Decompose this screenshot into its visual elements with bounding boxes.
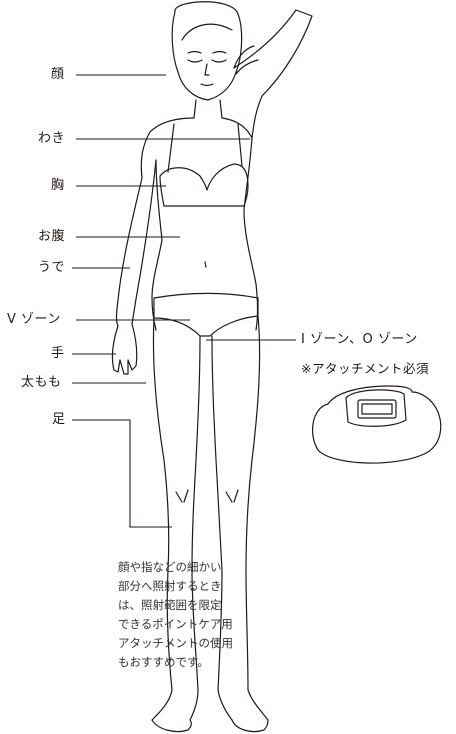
underwear: [153, 292, 259, 337]
label-arm: うで: [38, 260, 66, 275]
raised-hand: [233, 45, 259, 75]
label-underarm: わき: [38, 131, 66, 146]
mouth: [200, 83, 214, 87]
left-brow: [187, 50, 202, 54]
label-face: 顔: [51, 67, 65, 82]
right-foot: [231, 719, 269, 733]
right-leg: [245, 315, 269, 721]
label-attachment-required: ※アタッチメント必須: [301, 361, 429, 376]
note-line: は、照射範囲を限定: [118, 598, 222, 612]
label-chest: 胸: [51, 178, 65, 193]
device-top-rim: [327, 385, 413, 405]
note-line: 部分へ照射するとき: [118, 579, 222, 593]
device-head-outer: [345, 389, 407, 427]
attachment-note: 顔や指などの細かい 部分へ照射するとき は、照射範囲を限定 できるポイントケア用…: [118, 558, 278, 672]
leader-lines: [72, 74, 296, 528]
left-knee: [175, 489, 189, 503]
note-line: 顔や指などの細かい: [118, 560, 222, 574]
device-base: [311, 391, 442, 464]
attachment-device: [311, 385, 442, 464]
device-window: [357, 399, 397, 419]
raised-arm: [233, 9, 313, 139]
bra-strap-right: [237, 123, 243, 167]
bra-strap-left: [167, 123, 175, 173]
label-io-zone: I ゾーン、O ゾーン: [301, 332, 418, 347]
left-eye: [187, 59, 203, 63]
note-line: できるポイントケア用: [118, 617, 233, 631]
left-foot: [151, 719, 192, 733]
label-leg: 足: [52, 412, 66, 427]
right-shoulder: [221, 117, 253, 139]
note-line: もおすすめです。: [118, 655, 209, 669]
left-leg: [151, 317, 173, 721]
neck: [193, 99, 223, 119]
right-eye: [211, 59, 227, 63]
hanging-arm: [115, 159, 157, 327]
label-hand: 手: [51, 346, 65, 361]
inner-left-leg: [189, 335, 201, 721]
right-brow: [212, 50, 227, 54]
hand: [111, 323, 138, 375]
note-line: アタッチメントの使用: [118, 636, 233, 650]
label-vzone: V ゾーン: [7, 312, 61, 327]
label-belly: お腹: [38, 229, 66, 244]
inner-right-leg: [211, 335, 233, 721]
bra: [159, 163, 249, 207]
torso-right: [243, 137, 259, 331]
nose: [204, 63, 210, 76]
label-thigh: 太もも: [21, 375, 62, 390]
head-outline: [171, 1, 243, 101]
device-window-inner: [361, 403, 393, 415]
leader-leg: [72, 419, 172, 528]
right-knee: [225, 489, 239, 503]
torso-left: [151, 159, 163, 331]
navel: [204, 261, 207, 268]
hair-line: [181, 23, 233, 41]
left-shoulder: [140, 117, 195, 179]
